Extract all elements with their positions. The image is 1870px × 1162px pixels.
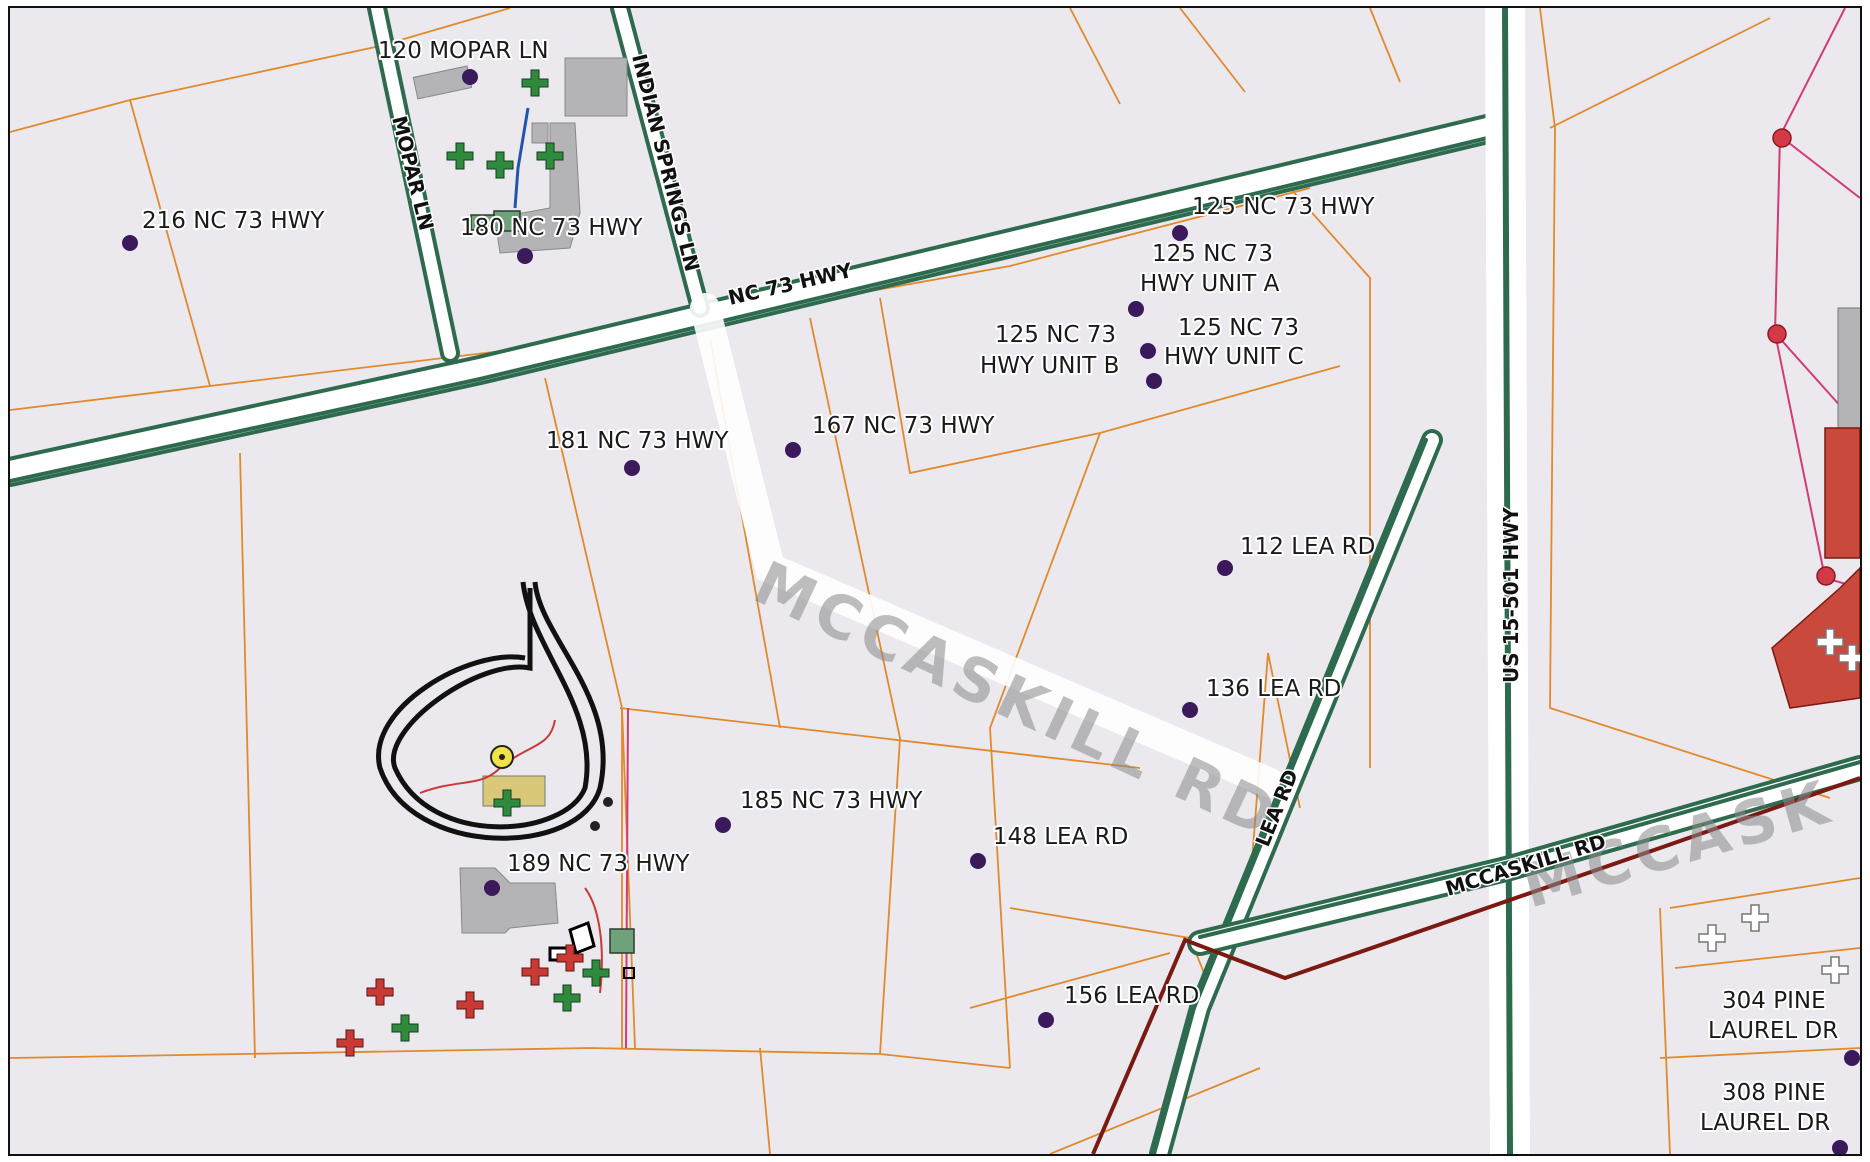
driveway-loop [376,581,606,841]
address-label: 308 PINE [1722,1080,1826,1106]
black-dot [590,821,600,831]
address-point[interactable] [785,442,801,458]
green-squares [470,210,635,954]
address-label: 156 LEA RD [1064,983,1199,1009]
address-label: 125 NC 73 [1178,315,1299,341]
address-label: HWY UNIT A [1140,271,1280,297]
red-crosses [336,944,584,1057]
address-point[interactable] [484,880,500,896]
address-label: 180 NC 73 HWY [460,215,643,241]
address-label: 181 NC 73 HWY [546,428,729,454]
map-frame[interactable]: MCCASKILL RD MCCASK MOPAR LN INDIAN SPRI… [8,6,1862,1156]
address-label: 185 NC 73 HWY [740,788,923,814]
address-label: 125 NC 73 HWY [1192,194,1375,220]
address-label: HWY UNIT B [980,353,1119,379]
address-label: 148 LEA RD [993,824,1128,850]
address-points[interactable] [122,69,1860,1154]
address-label: 304 PINE [1722,988,1826,1014]
small-square [623,967,635,979]
address-point[interactable] [1146,373,1162,389]
green-crosses [391,69,610,1042]
address-label: HWY UNIT C [1164,344,1304,370]
address-point[interactable] [1832,1140,1848,1154]
address-point[interactable] [462,69,478,85]
address-point[interactable] [624,460,640,476]
roads [10,8,1860,1154]
address-label: 125 NC 73 [1152,241,1273,267]
power-line [1091,776,1860,1154]
address-label: 189 NC 73 HWY [507,851,690,877]
address-label: LAUREL DR [1700,1110,1830,1136]
red-building-2 [1824,427,1860,559]
red-building [1771,566,1860,709]
address-point[interactable] [1844,1050,1860,1066]
address-point[interactable] [715,817,731,833]
address-label: 120 MOPAR LN [378,38,549,64]
gray-building-right [1837,307,1860,429]
address-point[interactable] [122,235,138,251]
stream [513,107,530,209]
address-point[interactable] [1172,225,1188,241]
address-label: 216 NC 73 HWY [142,208,325,234]
black-dot [603,797,613,807]
address-label: LAUREL DR [1708,1018,1838,1044]
road-label-mopar-ln: MOPAR LN [387,113,439,232]
address-point[interactable] [517,248,533,264]
address-labels: 120 MOPAR LN 216 NC 73 HWY 180 NC 73 HWY… [140,36,1840,1138]
address-label: 112 LEA RD [1240,534,1375,560]
address-label: 167 NC 73 HWY [812,413,995,439]
address-label: 125 NC 73 [995,322,1116,348]
address-point[interactable] [1217,560,1233,576]
parcel-lines [10,8,1860,1154]
white-crosses [1698,628,1860,984]
road-label-us-15-501-hwy: US 15-501 HWY [1499,507,1523,683]
red-path-2 [584,887,603,994]
address-point[interactable] [1128,301,1144,317]
address-point[interactable] [1182,702,1198,718]
pink-nodes [1767,128,1836,586]
map-canvas[interactable]: MCCASKILL RD MCCASK MOPAR LN INDIAN SPRI… [10,8,1860,1154]
address-point[interactable] [970,853,986,869]
address-point[interactable] [1140,343,1156,359]
target-point [490,745,514,769]
address-label: 136 LEA RD [1206,676,1341,702]
address-point[interactable] [1038,1012,1054,1028]
